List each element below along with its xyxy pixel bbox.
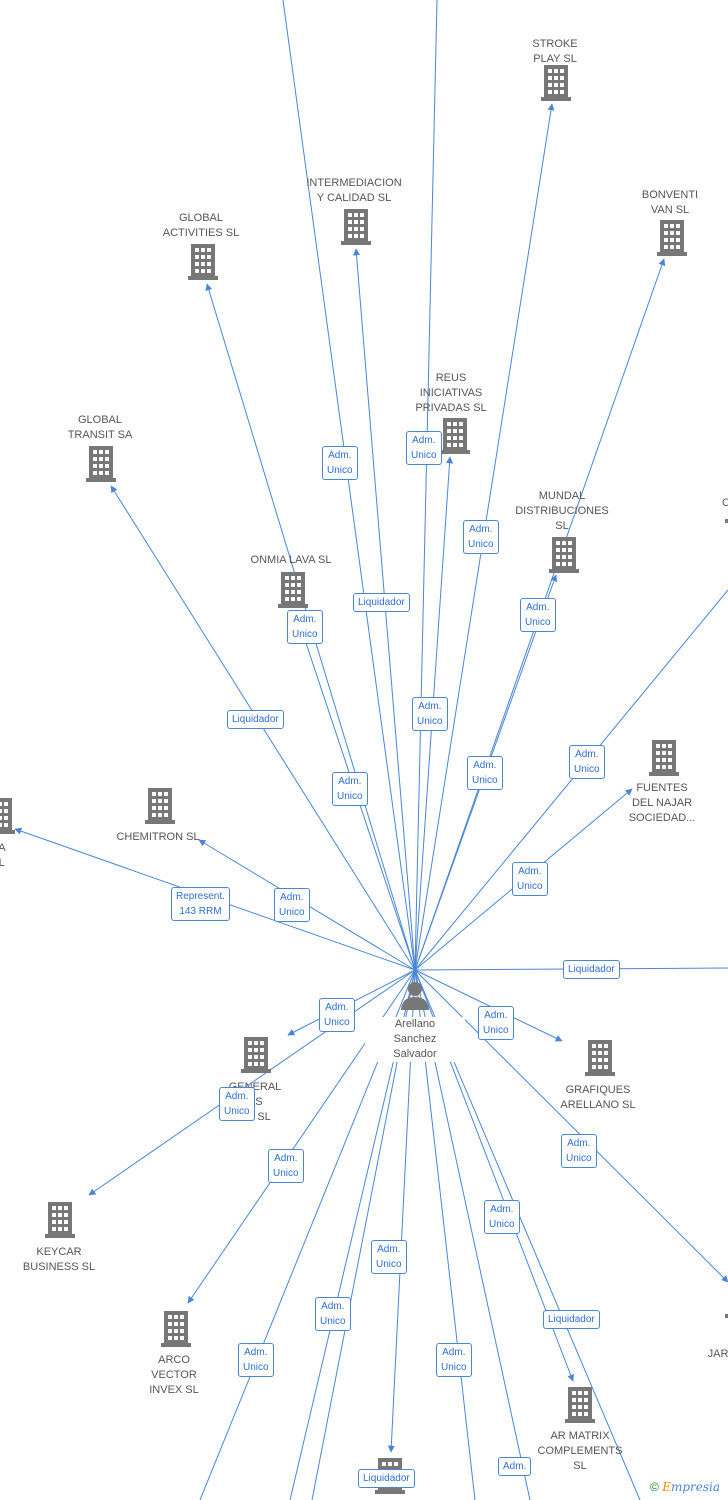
building-icon[interactable] bbox=[86, 446, 116, 482]
relation-badge-offscreen-top2: Adm. Unico bbox=[406, 431, 442, 465]
company-label-jar[interactable]: JAR bbox=[707, 1348, 728, 1360]
nodes-layer bbox=[0, 65, 728, 1494]
relation-badge-intermediacion: Liquidador bbox=[353, 593, 410, 612]
relation-badge-stroke: Adm. Unico bbox=[463, 520, 499, 554]
building-icon[interactable] bbox=[549, 537, 579, 573]
person-icon[interactable] bbox=[401, 982, 429, 1010]
company-label-arco[interactable]: ARCO VECTOR INVEX SL bbox=[149, 1354, 199, 1396]
company-label-bonventi[interactable]: BONVENTI VAN SL bbox=[641, 189, 699, 216]
relation-badge-offscreen-top1: Adm. Unico bbox=[322, 446, 358, 480]
relation-badge-chemitron: Adm. Unico bbox=[274, 888, 310, 922]
relation-badge-onmia: Adm. Unico bbox=[332, 772, 368, 806]
building-icon[interactable] bbox=[657, 220, 687, 256]
edge-offscreen-top2 bbox=[414, 0, 438, 971]
brand-logo-text: mpresia bbox=[670, 1480, 721, 1494]
copyright-symbol: © bbox=[650, 1480, 659, 1494]
relation-badge-offscreen-b5: Liquidador bbox=[543, 1310, 600, 1329]
edge-jar bbox=[414, 969, 728, 1283]
relation-badge-reus: Adm. Unico bbox=[412, 697, 448, 731]
company-label-ar-matrix[interactable]: AR MATRIX COMPLEMENTS SL bbox=[537, 1430, 623, 1472]
company-label-reus[interactable]: REUS INICIATIVAS PRIVADAS SL bbox=[415, 372, 487, 414]
relation-badge-fuentes: Adm. Unico bbox=[512, 862, 548, 896]
relation-badge-keycar: Adm. Unico bbox=[219, 1087, 255, 1121]
relation-badge-bottom-company: Liquidador bbox=[358, 1469, 415, 1488]
company-label-fuentes[interactable]: FUENTES DEL NAJAR SOCIEDAD... bbox=[628, 782, 696, 824]
relation-badge-general: Adm. Unico bbox=[319, 998, 355, 1032]
relation-badge-bonventi: Adm. Unico bbox=[520, 598, 556, 632]
edge-keycar bbox=[88, 969, 416, 1196]
company-label-intermediacion[interactable]: INTERMEDIACION Y CALIDAD SL bbox=[306, 177, 402, 204]
relation-badge-offscreen-b3: Adm. Unico bbox=[371, 1240, 407, 1274]
relation-badge-ar-matrix: Adm. Unico bbox=[484, 1200, 520, 1234]
building-icon[interactable] bbox=[565, 1387, 595, 1423]
edge-edge-right bbox=[414, 589, 728, 971]
person-name-label[interactable]: Arellano Sanchez Salvador bbox=[365, 1017, 465, 1062]
relation-badge-edge-right: Adm. Unico bbox=[569, 745, 605, 779]
building-icon[interactable] bbox=[188, 244, 218, 280]
company-label-keycar[interactable]: KEYCAR BUSINESS SL bbox=[22, 1246, 96, 1273]
brand-logo-initial: E bbox=[662, 1480, 671, 1494]
company-label-onmia[interactable]: ONMIA LAVA SL bbox=[250, 554, 332, 566]
company-label-global-transit[interactable]: GLOBAL TRANSIT SA bbox=[67, 414, 133, 441]
relation-badge-offscreen-b6: Adm. bbox=[498, 1457, 532, 1476]
relation-badge-global-transit: Liquidador bbox=[227, 710, 284, 729]
relation-badge-jar: Adm. Unico bbox=[561, 1134, 597, 1168]
company-label-edge-right[interactable]: C bbox=[722, 497, 728, 509]
company-label-stroke[interactable]: STROKE PLAY SL bbox=[532, 38, 578, 65]
relation-badge-ra-sl: Represent. 143 RRM bbox=[171, 887, 230, 921]
company-label-mundal[interactable]: MUNDAL DISTRIBUCIONES SL bbox=[515, 490, 609, 532]
company-label-ra-sl[interactable]: RA SL bbox=[0, 842, 6, 869]
company-label-grafiques[interactable]: GRAFIQUES ARELLANO SL bbox=[560, 1084, 636, 1111]
relation-badge-grafiques: Adm. Unico bbox=[478, 1006, 514, 1040]
building-icon[interactable] bbox=[241, 1037, 271, 1073]
building-icon[interactable] bbox=[45, 1202, 75, 1238]
relation-badge-arco: Adm. Unico bbox=[268, 1149, 304, 1183]
building-icon[interactable] bbox=[0, 798, 15, 834]
brand-footer: © Empresia bbox=[650, 1480, 720, 1494]
relation-badge-offscreen-b1: Adm. Unico bbox=[238, 1343, 274, 1377]
edge-grafiques bbox=[414, 969, 563, 1042]
company-label-general[interactable]: GENERAL US NY SL bbox=[228, 1081, 282, 1123]
edge-offscreen-top1 bbox=[282, 0, 416, 971]
building-icon[interactable] bbox=[161, 1311, 191, 1347]
relation-badge-mundal: Adm. Unico bbox=[467, 756, 503, 790]
building-icon[interactable] bbox=[649, 740, 679, 776]
building-icon[interactable] bbox=[541, 65, 571, 101]
relation-badge-offscreen-b4: Adm. Unico bbox=[436, 1343, 472, 1377]
building-icon[interactable] bbox=[341, 209, 371, 245]
edges-layer bbox=[14, 0, 728, 1500]
company-label-global-activities[interactable]: GLOBAL ACTIVITIES SL bbox=[162, 212, 240, 239]
relation-badge-offscreen-right: Liquidador bbox=[563, 960, 620, 979]
relation-badge-offscreen-b2: Adm. Unico bbox=[315, 1297, 351, 1331]
building-icon[interactable] bbox=[585, 1040, 615, 1076]
building-icon[interactable] bbox=[440, 418, 470, 454]
building-icon[interactable] bbox=[145, 788, 175, 824]
relation-badge-global-activities: Adm. Unico bbox=[287, 610, 323, 644]
company-label-chemitron[interactable]: CHEMITRON SL bbox=[116, 831, 200, 843]
building-icon[interactable] bbox=[278, 572, 308, 608]
